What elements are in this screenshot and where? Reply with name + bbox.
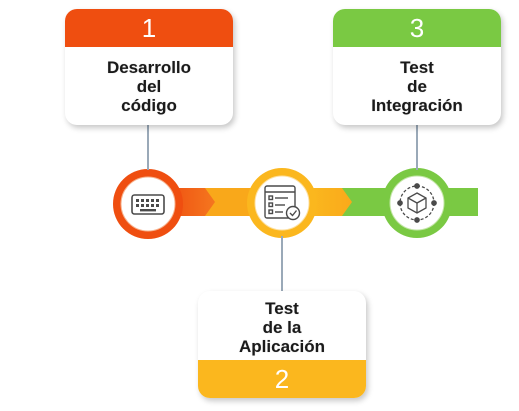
step-label-3-line-1: Test — [400, 57, 434, 77]
integration-network-icon — [397, 183, 437, 223]
step-label-1: Desarrollo del código — [65, 47, 233, 125]
arrow-segment-4 — [342, 188, 390, 216]
step-card-2: Test de la Aplicación 2 — [198, 291, 366, 398]
step-card-3: 3 Test de Integración — [333, 9, 501, 125]
connector-line-1 — [147, 118, 149, 170]
step-card-1: 1 Desarrollo del código — [65, 9, 233, 125]
step-label-2-line-2: de la — [262, 318, 302, 337]
step-node-3 — [382, 168, 452, 238]
step-node-2 — [247, 168, 317, 238]
step-label-2-line-1: Test — [265, 299, 299, 318]
connector-line-3 — [416, 118, 418, 170]
arrow-segment-2 — [205, 188, 252, 216]
step-label-3-line-3: Integración — [371, 95, 463, 115]
step-number-1: 1 — [65, 9, 233, 47]
checklist-icon — [264, 185, 301, 221]
connector-line-2 — [281, 236, 283, 294]
arrow-segment-5 — [448, 188, 478, 216]
step-label-3: Test de Integración — [333, 47, 501, 125]
step-label-1-line-2: del — [136, 76, 162, 96]
step-label-2: Test de la Aplicación — [198, 291, 366, 360]
step-number-2: 2 — [198, 360, 366, 398]
step-label-3-line-2: de — [407, 76, 427, 96]
step-number-3: 3 — [333, 9, 501, 47]
step-label-1-line-1: Desarrollo — [106, 57, 192, 77]
keyboard-icon — [131, 194, 165, 215]
step-node-1 — [113, 169, 183, 239]
step-label-2-line-3: Aplicación — [239, 337, 325, 356]
arrow-segment-3 — [312, 188, 356, 216]
step-label-1-line-3: código — [121, 95, 177, 115]
